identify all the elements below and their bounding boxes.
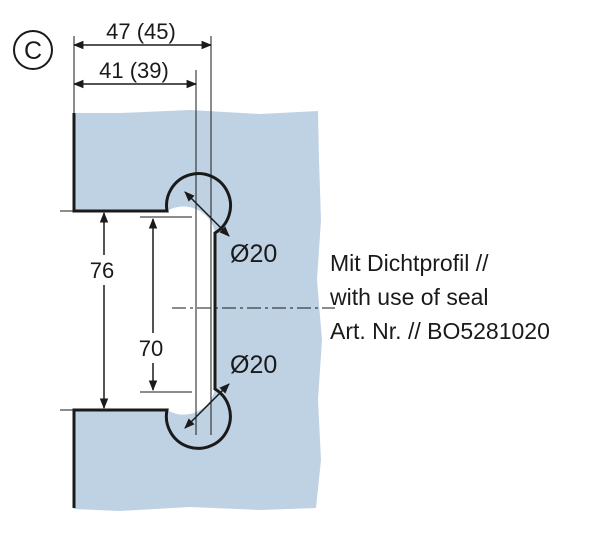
profile-outline: [72, 113, 233, 508]
dimension-inner-height: 70: [132, 217, 170, 392]
glass-panel: [74, 110, 322, 511]
dimension-inner-width: 41 (39): [72, 58, 198, 89]
top-hole-diameter-label: Ø20: [230, 240, 277, 268]
dimension-outer-height: 76: [84, 211, 122, 410]
bottom-hole-diameter: Ø20: [184, 351, 277, 429]
view-marker-circle: [13, 30, 53, 70]
outer-height-label: 76: [90, 258, 114, 283]
seal-note: Mit Dichtprofil // with use of seal Art.…: [330, 246, 550, 348]
outer-width-label: 47 (45): [106, 19, 176, 44]
bottom-hole-diameter-label: Ø20: [230, 351, 277, 379]
seal-note-line-1: Mit Dichtprofil //: [330, 250, 489, 276]
inner-height-label: 70: [139, 336, 163, 361]
view-marker: C: [13, 30, 53, 70]
view-marker-label: C: [24, 37, 42, 65]
seal-note-line-2: with use of seal: [330, 284, 489, 310]
extension-lines: [60, 36, 212, 435]
inner-width-label: 41 (39): [99, 58, 169, 83]
dimension-outer-width: 47 (45): [72, 19, 213, 50]
seal-note-line-3: Art. Nr. // BO5281020: [330, 318, 550, 344]
top-hole-diameter: Ø20: [184, 191, 277, 268]
